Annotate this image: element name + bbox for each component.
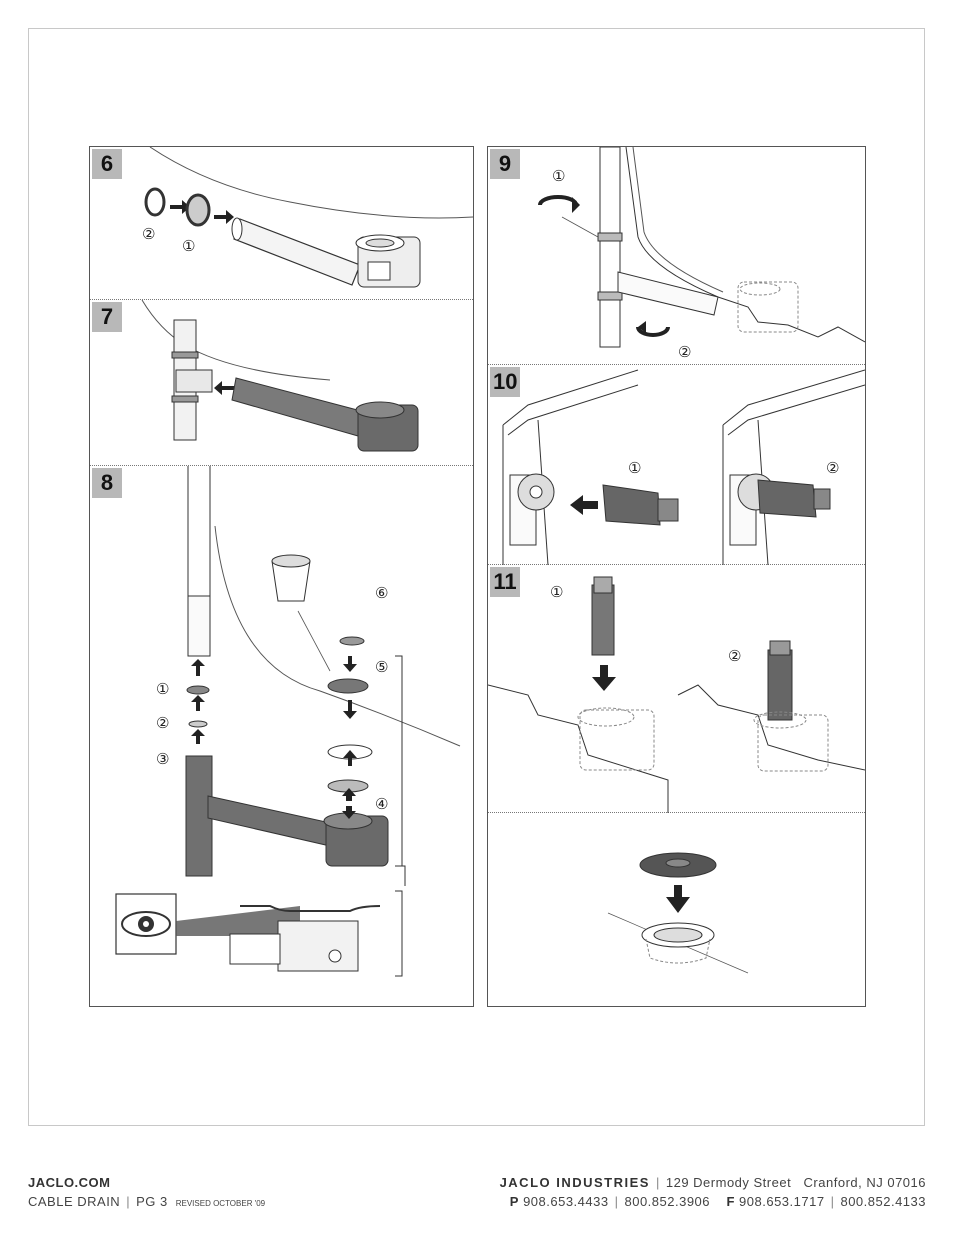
drain-body [355,401,419,452]
callout-1: ① [550,583,563,601]
tee-assembly [185,755,336,877]
step-8-illustration: ① ② ③ ④ ⑤ ⑥ [115,466,461,977]
step-6-illustration: ② ① [142,147,473,288]
step-6-panel: ② ① 6 [90,147,473,300]
cup-icon [271,554,311,602]
arrow-icon [214,381,234,395]
company-address: JACLO INDUSTRIES|129 Dermody Street Cran… [499,1175,926,1190]
callout-1: ① [552,167,565,185]
arrow-left-icon [570,495,598,515]
arrow-up-icon [343,750,357,766]
page-number: PG 3 [136,1194,168,1209]
arrow-up-icon [191,659,205,676]
cable-tool-upright [591,576,615,656]
arrow-down-icon [343,656,357,672]
drain-flange [641,922,715,964]
callout-2: ② [156,714,169,732]
callout-2: ② [728,647,741,665]
gasket-1 [186,685,210,695]
page-frame [28,28,925,1126]
fax-alt-number: 800.852.4133 [840,1194,926,1209]
company-name: JACLO INDUSTRIES [499,1175,650,1190]
footer-right: JACLO INDUSTRIES|129 Dermody Street Cran… [500,1175,926,1209]
phone-number: 908.653.4433 [523,1194,609,1209]
product-name: CABLE DRAIN [28,1194,121,1209]
washer-2 [188,720,208,728]
cable-tool [602,484,679,526]
step-10-panel: ① ② 10 [488,365,865,565]
step-7-illustration [141,300,419,452]
screw [339,636,365,646]
callout-5: ⑤ [375,658,388,676]
arrow-down-icon [343,700,357,719]
strainer-panel [488,813,865,1006]
step-8-number: 8 [92,468,122,498]
eye-icon [115,893,177,955]
phone-alt-number: 800.852.3906 [624,1194,711,1209]
step-11-panel: ① ② 11 [488,565,865,813]
arrow-icon [170,200,190,214]
flange [327,678,369,694]
contact-numbers: P 908.653.4433|800.852.3906 F 908.653.17… [509,1194,926,1209]
callout-2: ② [142,225,155,243]
steps-column-left: ② ① 6 7 [89,146,474,1007]
callout-2: ② [826,459,839,477]
washer-1 [185,193,211,227]
vertical-pipe [597,147,623,348]
tee-fitting [171,319,213,441]
callout-2: ② [678,343,691,361]
drain-cross-section [229,905,381,972]
step-10-number: 10 [490,367,521,397]
rotate-arrow-icon [636,326,670,337]
arrow-down-icon [342,806,356,819]
arrow-up-icon [342,788,356,801]
step-8-panel: ① ② ③ ④ ⑤ ⑥ 8 [90,466,473,1006]
drain-body-dashed [577,707,655,771]
street-address: 129 Dermody Street [665,1175,792,1190]
callout-6: ⑥ [375,584,388,602]
revision-date: REVISED OCTOBER '09 [175,1199,266,1208]
callout-1: ① [628,459,641,477]
step-9-number: 9 [490,149,520,179]
step-11-illustration: ① ② [488,576,865,813]
drain-body [355,234,421,288]
callout-3: ③ [156,750,169,768]
callout-1: ① [156,680,169,698]
vertical-pipe [187,595,211,657]
steps-column-right: ① ② 9 [487,146,866,1007]
arrow-up-icon [191,695,205,711]
pipe-valve-right [729,473,831,546]
cable-tool-installed [753,640,829,772]
arrow-down-icon [592,665,616,691]
city-state-zip: Cranford, NJ 07016 [803,1175,926,1190]
step-7-panel: 7 [90,300,473,466]
arrow-down-icon [666,885,690,913]
step-7-number: 7 [92,302,122,332]
fax-number: 908.653.1717 [739,1194,825,1209]
drain-body-dashed [737,281,799,333]
step-9-illustration: ① ② [538,147,865,361]
arrow-up-icon [191,729,205,744]
callout-4: ④ [375,795,388,813]
step-6-number: 6 [92,149,122,179]
phone-label: P [509,1194,519,1209]
washer-2 [144,187,166,217]
step-9-panel: ① ② 9 [488,147,865,365]
drain-body [323,812,389,867]
fax-label: F [726,1194,735,1209]
tailpiece-assembled [231,377,366,437]
pipe-valve-left [509,473,555,546]
tailpiece-tube [231,217,361,286]
website-link[interactable]: JACLO.COM [28,1175,111,1190]
arrow-icon [214,210,234,224]
step-10-illustration: ① ② [502,369,865,565]
rotate-arrow-icon [538,195,578,206]
strainer-cover [639,852,717,878]
callout-1: ① [182,237,195,255]
strainer-illustration [607,852,749,974]
step-11-number: 11 [490,567,520,597]
